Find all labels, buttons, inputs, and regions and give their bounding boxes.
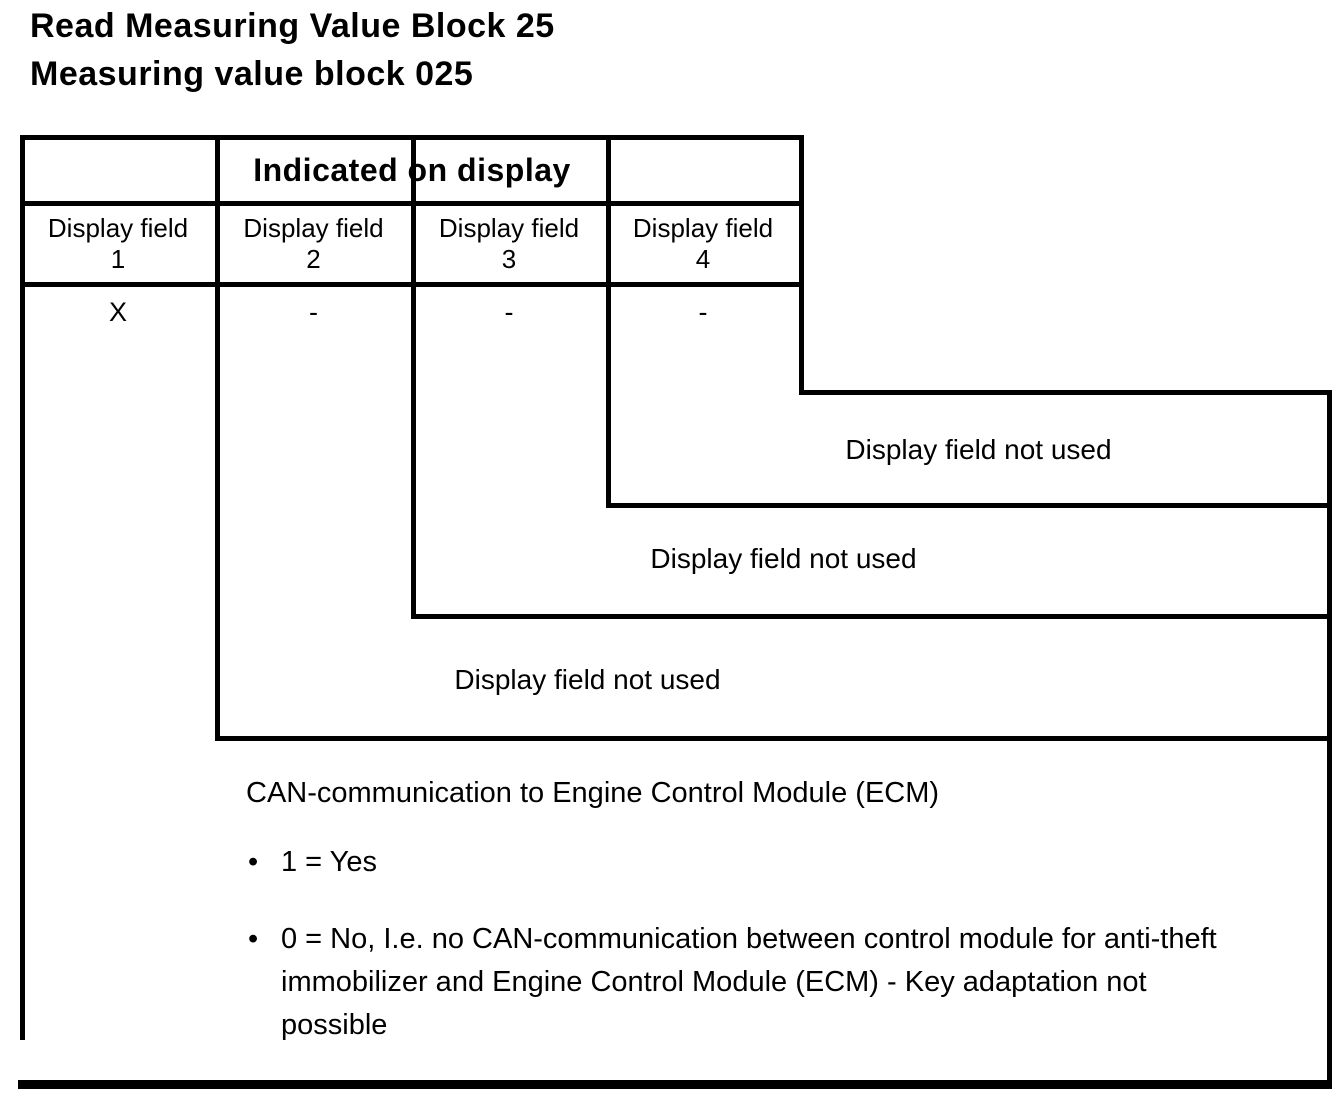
- page-subtitle: Measuring value block 025: [30, 55, 474, 93]
- field1-bullet-2-line-2: immobilizer and Engine Control Module (E…: [281, 966, 1147, 998]
- note-field-2: Display field not used: [454, 664, 721, 695]
- table-right-border: [799, 135, 804, 395]
- column-header-3: Display field 3: [416, 207, 602, 282]
- value-field-4: -: [698, 297, 708, 327]
- bullet-icon: •: [248, 923, 259, 955]
- value-field-1: X: [108, 297, 127, 327]
- column-header-1: Display field 1: [25, 207, 211, 282]
- value-field-3: -: [504, 297, 514, 327]
- field1-bullet-2-line-1: 0 = No, I.e. no CAN-communication betwee…: [281, 923, 1217, 955]
- column-header-4-label: Display field: [632, 213, 774, 243]
- field1-bullet-1: • 1 = Yes: [248, 845, 377, 879]
- column-header-1-number: 1: [110, 244, 126, 274]
- column-header-2: Display field 2: [220, 207, 407, 282]
- step-field4-top-line: [799, 390, 1332, 395]
- column-header-1-label: Display field: [47, 213, 189, 243]
- column-header-2-label: Display field: [243, 213, 384, 243]
- table-header: Indicated on display: [253, 152, 571, 188]
- column-header-3-number: 3: [501, 244, 517, 274]
- column-header-4-number: 4: [695, 244, 711, 274]
- note-field-4: Display field not used: [845, 434, 1112, 465]
- field1-heading: CAN-communication to Engine Control Modu…: [246, 777, 940, 809]
- column-1-2-separator-line: [215, 135, 220, 741]
- value-field-2: -: [309, 297, 318, 327]
- step-field4-bottom-line: [606, 503, 1332, 508]
- bottom-rule: [18, 1080, 1332, 1089]
- step-field3-bottom-line: [411, 614, 1332, 619]
- column-header-4: Display field 4: [611, 207, 795, 282]
- field1-bullet-2-text: 0 = No, I.e. no CAN-communication betwee…: [281, 918, 1217, 1047]
- note-field-3: Display field not used: [650, 543, 917, 574]
- field1-bullet-2: • 0 = No, I.e. no CAN-communication betw…: [248, 918, 1288, 1047]
- column-3-4-separator-line: [606, 135, 611, 508]
- column-header-3-label: Display field: [438, 213, 580, 243]
- column-header-2-number: 2: [306, 244, 321, 274]
- table-left-border: [20, 135, 25, 1040]
- page-title: Read Measuring Value Block 25: [30, 7, 555, 45]
- bullet-icon: •: [248, 846, 259, 878]
- diagram-right-edge-line: [1327, 390, 1332, 1080]
- step-field2-bottom-line: [215, 736, 1332, 741]
- field1-bullet-2-line-3: possible: [281, 1009, 388, 1041]
- column-2-3-separator-line: [411, 135, 416, 619]
- field1-bullet-1-text: 1 = Yes: [281, 846, 377, 878]
